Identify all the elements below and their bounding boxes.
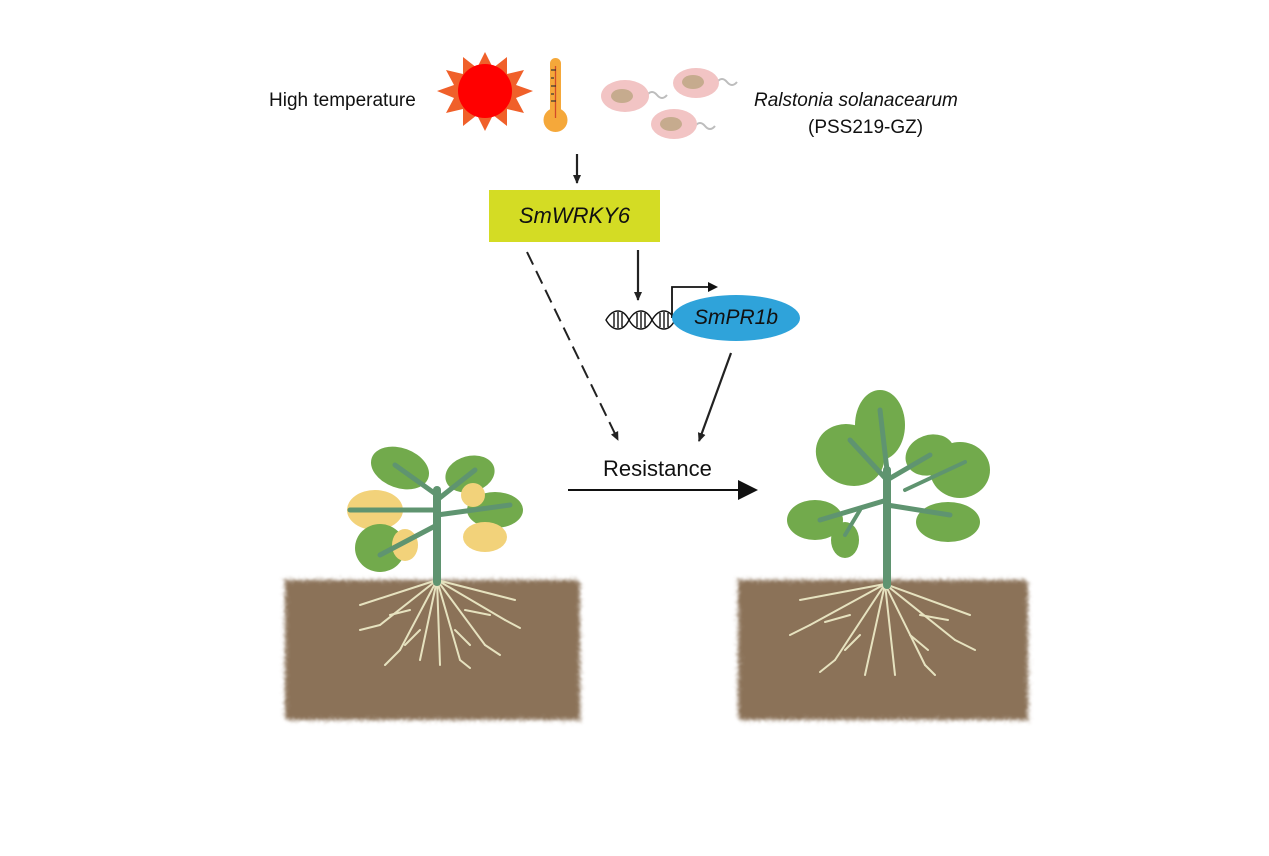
dashed-arrow-wrky-to-resistance (526, 251, 619, 441)
sun-icon (437, 52, 533, 131)
transcription-start-arrow-icon (671, 282, 718, 318)
soil (738, 580, 1028, 720)
thermometer-icon (543, 58, 568, 132)
susceptible-plant-illustration (285, 446, 580, 720)
high-temperature-label: High temperature (269, 90, 416, 111)
smpr1b-gene-ellipse: SmPR1b (672, 295, 800, 341)
roots (359, 579, 521, 669)
stem (817, 407, 967, 589)
smwrky6-label: SmWRKY6 (518, 203, 631, 228)
resistant-plant-illustration (738, 390, 1028, 720)
pathogen-name-label: Ralstonia solanacearum (754, 90, 958, 111)
stem (347, 462, 513, 586)
arrow-susceptible-to-resistant (568, 480, 758, 500)
pathogen-strain-label: (PSS219-GZ) (808, 117, 924, 138)
resistance-label: Resistance (603, 456, 712, 481)
bacteria-icon (601, 80, 668, 112)
roots (789, 583, 976, 676)
dna-helix-icon (605, 310, 676, 330)
smpr1b-label: SmPR1b (693, 306, 779, 329)
bacteria-icon (673, 68, 738, 98)
arrow-pr1b-to-resistance (697, 352, 733, 442)
bacteria-icon (651, 109, 716, 139)
smwrky6-gene-box: SmWRKY6 (489, 190, 660, 242)
